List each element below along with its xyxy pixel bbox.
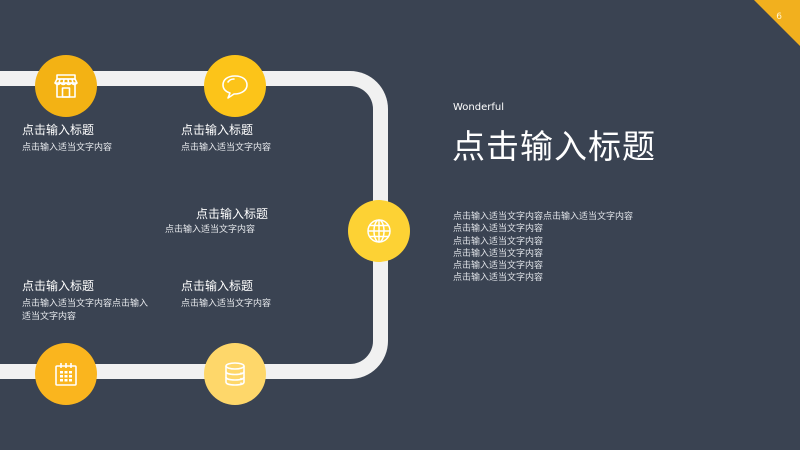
- node-store-body: 点击输入适当文字内容: [22, 143, 113, 153]
- node-chat-body: 点击输入适当文字内容: [181, 143, 272, 153]
- database-icon: [225, 362, 245, 386]
- node-calendar-body: 点击输入适当文字内容点击输入适当文字内容: [22, 299, 149, 322]
- chat-bubble-icon: [222, 75, 248, 99]
- store-icon: [54, 74, 78, 98]
- node-globe-body: 点击输入适当文字内容: [165, 225, 256, 235]
- node-database-body: 点击输入适当文字内容: [181, 299, 272, 309]
- node-globe[interactable]: [348, 200, 410, 262]
- paragraph-line: 点击输入适当文字内容: [453, 224, 544, 235]
- body-paragraph: 点击输入适当文字内容点击输入适当文字内容 点击输入适当文字内容 点击输入适当文字…: [453, 211, 633, 285]
- paragraph-line: 点击输入适当文字内容: [453, 248, 544, 259]
- paragraph-line: 点击输入适当文字内容点击输入适当文字内容: [453, 212, 634, 222]
- calendar-icon: [55, 363, 77, 386]
- node-store-title: 点击输入标题: [22, 123, 95, 137]
- node-calendar-title: 点击输入标题: [22, 279, 95, 293]
- node-database[interactable]: [204, 343, 266, 405]
- paragraph-line: 点击输入适当文字内容: [453, 236, 544, 247]
- node-chat[interactable]: [204, 55, 266, 117]
- node-store[interactable]: [35, 55, 97, 117]
- subtitle: Wonderful: [453, 102, 505, 113]
- node-calendar[interactable]: [35, 343, 97, 405]
- paragraph-line: 点击输入适当文字内容: [453, 261, 544, 272]
- node-globe-title: 点击输入标题: [196, 207, 269, 221]
- paragraph-line: 点击输入适当文字内容: [453, 273, 544, 284]
- corner-accent: [754, 0, 800, 46]
- node-chat-title: 点击输入标题: [181, 123, 254, 137]
- main-title: 点击输入标题: [452, 127, 656, 166]
- timeline-track: [0, 71, 388, 379]
- node-database-title: 点击输入标题: [181, 279, 254, 293]
- page-number: 6: [776, 12, 782, 22]
- globe-icon: [367, 219, 391, 243]
